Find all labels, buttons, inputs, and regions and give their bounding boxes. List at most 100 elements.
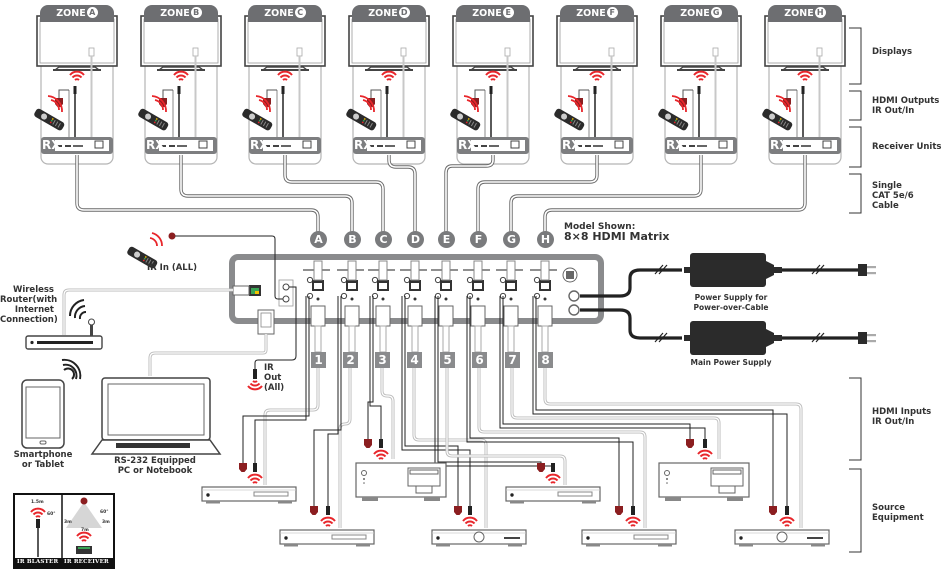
hdmi-port [503, 305, 519, 327]
ir-blaster-cable [369, 296, 382, 441]
cable-break-marks [654, 264, 825, 343]
ir-blaster [379, 439, 383, 448]
ir-receiver-cable [313, 296, 342, 506]
zone-label: ZONE [576, 8, 606, 19]
rx-label: RX [146, 138, 165, 152]
ir-blaster-cable [401, 296, 471, 508]
rx-label: RX [562, 138, 581, 152]
ir-receiver-eye [537, 463, 545, 472]
zone-label: ZONE [784, 8, 814, 19]
ir-receiver-cable [437, 296, 542, 463]
ir-signal-icon [320, 516, 336, 527]
ir-blaster-range: 1.5m [31, 500, 44, 505]
ir-signal-icon [462, 516, 478, 527]
input-port-6: 6 [472, 352, 487, 368]
rx-label: RX [458, 138, 477, 152]
output-port-g: G [503, 231, 520, 248]
ir-blaster [703, 439, 707, 448]
input-port-1: 1 [311, 352, 326, 368]
hdmi-port [344, 305, 360, 327]
ir-receiver-cable [404, 296, 459, 506]
ir-receiver-cable [502, 296, 691, 439]
source-devices [201, 439, 830, 548]
ir-receiver-eye [310, 506, 318, 515]
hdmi-cable [445, 368, 567, 485]
matrix-ports [303, 260, 557, 353]
zone-label: ZONE [368, 8, 398, 19]
tablet [21, 379, 65, 449]
output-port-e: E [438, 231, 455, 248]
ir-blaster-cable [499, 296, 706, 441]
ir-blaster [631, 506, 635, 515]
input-port-2: 2 [343, 352, 358, 368]
rx-label: RX [770, 138, 789, 152]
ir-receiver-eye [686, 439, 694, 448]
ir-signal-icon [373, 449, 389, 460]
legend-receiver-units: Receiver Units [872, 142, 942, 152]
ir-receiver-left-range: 3m [64, 520, 72, 525]
input-port-4: 4 [407, 352, 422, 368]
ir-receiver-eye [364, 439, 372, 448]
legend-source-equipment: Source Equipment [872, 503, 924, 523]
rx-label: RX [42, 138, 61, 152]
ir-receiver-angle: 60° [100, 510, 109, 515]
ir-signal-icon [697, 449, 713, 460]
source-cables [242, 296, 803, 528]
ir-receiver-cable [469, 296, 620, 506]
legend-cable: Single CAT 5e/6 Cable [872, 181, 914, 211]
hdmi-cable [412, 368, 488, 528]
legend-hdmi-inputs: HDMI Inputs IR Out/In [872, 407, 932, 427]
main-power-label: Main Power Supply [690, 358, 772, 367]
input-port-5: 5 [440, 352, 455, 368]
ir-receiver-eye [615, 506, 623, 515]
zone-letter: A [86, 7, 98, 18]
zone-letter: C [294, 7, 306, 18]
router-label: Wireless Router(with Internet Connection… [0, 285, 58, 325]
ir-signal-icon [247, 473, 263, 484]
hdmi-cable [380, 368, 395, 459]
zone-letter: D [398, 7, 410, 18]
legend-hdmi-outputs: HDMI Outputs IR Out/In [872, 96, 940, 116]
power-plug [858, 264, 876, 276]
laptop [90, 377, 222, 455]
ir-receiver-cable [242, 296, 310, 463]
rx-label: RX [250, 138, 269, 152]
rx-label: RX [666, 138, 685, 152]
hdmi-port [470, 305, 486, 327]
ir-out-label: IR Out (All) [264, 363, 285, 393]
ir-receiver-eye [454, 506, 462, 515]
poc-power-label: Power Supply for Power-over-Cable [693, 293, 769, 312]
power-plug [858, 332, 876, 344]
ir-in-label: IR In (ALL) [147, 263, 198, 273]
input-port-8: 8 [538, 352, 553, 368]
output-port-d: D [407, 231, 424, 248]
ir-blaster [326, 506, 330, 515]
input-port-3: 3 [375, 352, 390, 368]
disc-player-dial [473, 531, 485, 543]
model-name: 8×8 HDMI Matrix [564, 230, 670, 243]
zone-letter: H [814, 7, 826, 18]
zone-label: ZONE [160, 8, 190, 19]
ir-blaster [253, 463, 257, 472]
hdmi-port [375, 305, 391, 327]
zone-label: ZONE [56, 8, 86, 19]
ir-legend-inset [13, 493, 115, 569]
ir-blaster [551, 463, 555, 472]
zone-label: ZONE [680, 8, 710, 19]
zone-letter: E [502, 7, 514, 18]
disc-player-dial [776, 531, 788, 543]
hdmi-cable [543, 368, 803, 528]
hdmi-port [310, 305, 326, 327]
hdmi-port [537, 305, 553, 327]
legend-brackets [849, 27, 862, 553]
zone-label: ZONE [264, 8, 294, 19]
av-receiver [658, 462, 750, 502]
tablet-label: Smartphone or Tablet [13, 450, 73, 470]
